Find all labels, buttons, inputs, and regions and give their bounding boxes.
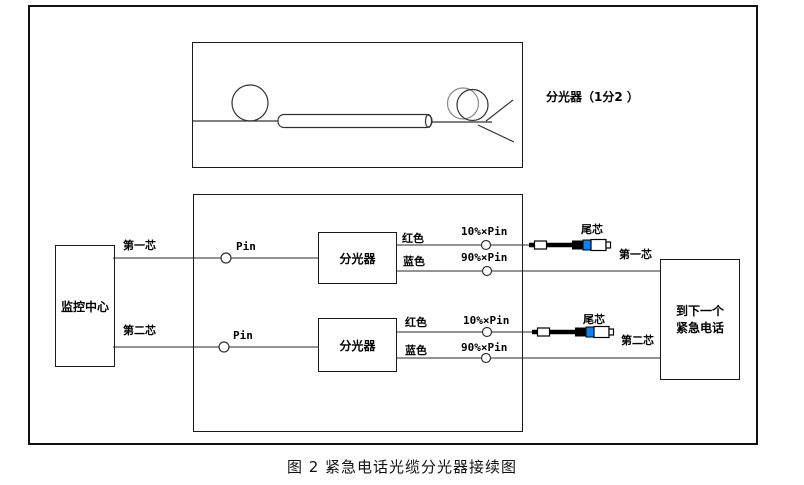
splitter-type-label: 分光器（1分2 ） xyxy=(546,90,639,104)
splice-enclosure-panel xyxy=(193,194,523,432)
splitter-tube-end-cap xyxy=(424,113,433,128)
monitor-center-label: 监控中心 xyxy=(60,299,109,314)
red-label-2: 红色 xyxy=(405,316,427,329)
pigtail2-connector-body xyxy=(593,325,610,339)
pin-label-1: Pin xyxy=(236,240,256,253)
pigtail-label-1: 尾芯 xyxy=(581,223,603,236)
pigtail2-boot xyxy=(575,327,586,337)
fiber-coil-right-back xyxy=(446,87,480,120)
pin90-label-2: 90%×Pin xyxy=(461,341,508,354)
pigtail2-ferrule-tip xyxy=(608,328,615,336)
blue-splice-2 xyxy=(480,352,492,364)
blue-label-1: 蓝色 xyxy=(403,255,425,268)
red-splice-1 xyxy=(480,239,492,251)
pin10-label-1: 10%×Pin xyxy=(461,225,508,238)
fiber-branch-down xyxy=(477,124,515,143)
next-phone-box: 到下一个 紧急电话 xyxy=(660,259,740,380)
red-splice-2 xyxy=(481,326,493,338)
splitter-illustration-panel xyxy=(192,42,523,168)
pigtail2-splice-sleeve xyxy=(536,327,551,337)
connection-lines xyxy=(113,244,660,359)
pigtail2-blue-band xyxy=(585,326,595,338)
splitter-box-2: 分光器 xyxy=(318,318,397,372)
core1-right-label: 第一芯 xyxy=(619,248,652,261)
pigtail-label-2: 尾芯 xyxy=(583,313,605,326)
pin10-label-2: 10%×Pin xyxy=(463,314,510,327)
outer-frame xyxy=(28,5,758,445)
fiber-coil-right xyxy=(456,88,489,122)
figure-caption: 图 2 紧急电话光缆分光器接续图 xyxy=(286,458,518,476)
blue-splice-1 xyxy=(481,265,493,277)
splitter1-label: 分光器 xyxy=(339,251,376,266)
splitter-component-drawing xyxy=(192,84,515,143)
pigtail1-boot xyxy=(572,240,583,250)
pigtail-connector-2 xyxy=(532,325,615,339)
core2-left-label: 第二芯 xyxy=(123,324,156,337)
pin-splice-1 xyxy=(220,252,232,264)
pigtail-connector-1 xyxy=(529,238,612,252)
next-phone-label-line2: 紧急电话 xyxy=(675,320,724,335)
pigtail1-splice-sleeve xyxy=(533,240,548,250)
splitter2-label: 分光器 xyxy=(339,338,376,353)
blue-label-2: 蓝色 xyxy=(405,344,427,357)
splitter-box-1: 分光器 xyxy=(318,232,397,284)
pigtail1-ferrule-tip xyxy=(605,241,612,249)
pigtail1-connector-body xyxy=(590,238,607,252)
red-label-1: 红色 xyxy=(402,232,424,245)
next-phone-label-line1: 到下一个 xyxy=(675,303,724,318)
fiber-branch-up xyxy=(485,99,514,122)
splice-points xyxy=(218,239,493,364)
core1-left-label: 第一芯 xyxy=(123,239,156,252)
pin-label-2: Pin xyxy=(233,329,253,342)
pigtail1-blue-band xyxy=(582,239,592,251)
pin90-label-1: 90%×Pin xyxy=(461,251,508,264)
monitor-center-box: 监控中心 xyxy=(55,245,115,367)
core2-right-label: 第二芯 xyxy=(621,334,654,347)
pin-splice-2 xyxy=(218,341,230,353)
fiber-coil-left xyxy=(231,84,269,122)
